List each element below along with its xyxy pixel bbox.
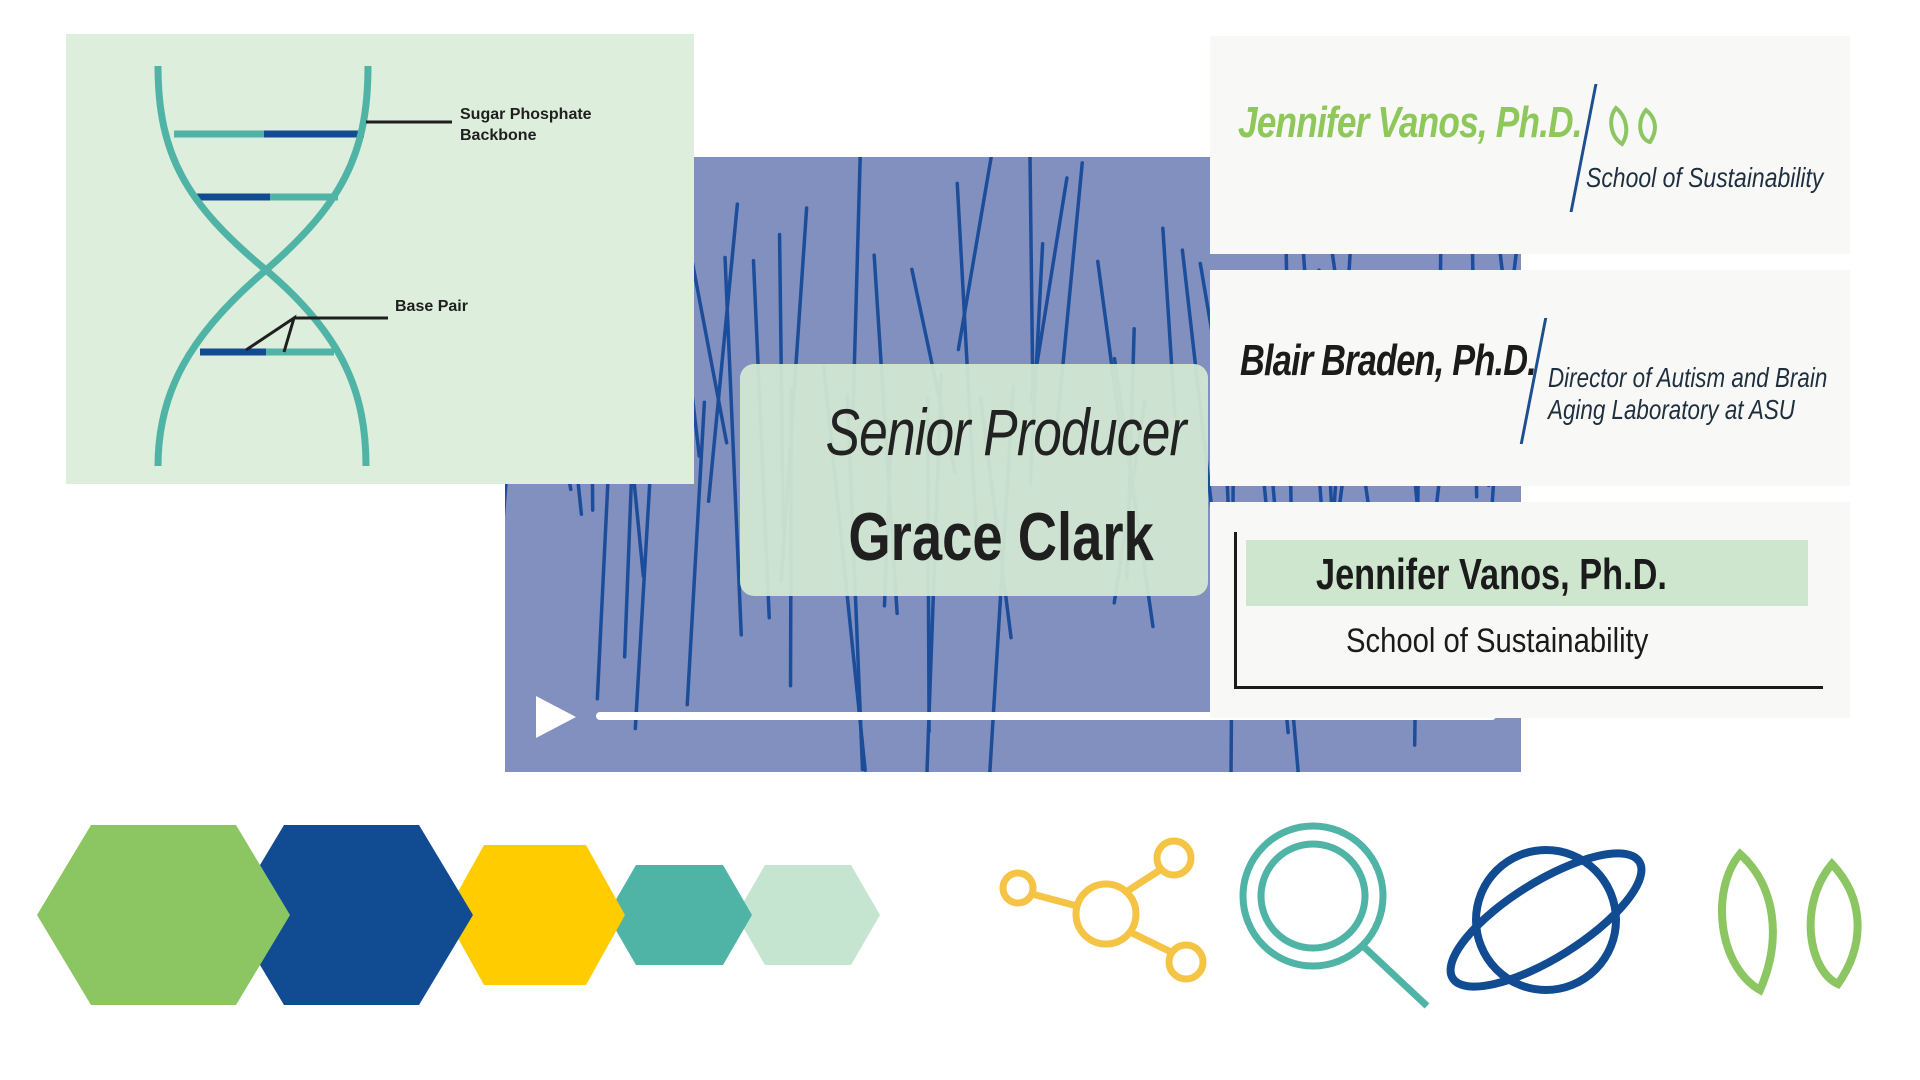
backbone-label-line2: Backbone bbox=[460, 127, 537, 144]
base-pair-label: Base Pair bbox=[395, 298, 468, 315]
pattern-line bbox=[686, 240, 729, 445]
swatch-mint bbox=[736, 865, 880, 965]
card-affiliation: School of Sustainability bbox=[1586, 162, 1824, 193]
card-name: Blair Braden, Ph.D. bbox=[1240, 336, 1537, 385]
lower-third: Senior Producer Grace Clark bbox=[740, 364, 1208, 596]
card-affiliation: School of Sustainability bbox=[1346, 622, 1649, 660]
bracket-frame bbox=[1234, 532, 1823, 689]
icon-set bbox=[999, 822, 1862, 1009]
name-card-1: Jennifer Vanos, Ph.D. School of Sustaina… bbox=[1210, 36, 1850, 254]
pattern-line bbox=[706, 202, 740, 504]
card-affiliation-line2: Aging Laboratory at ASU bbox=[1548, 394, 1795, 425]
swatch-navy bbox=[230, 825, 473, 1005]
leaf-icon bbox=[1718, 848, 1862, 996]
dna-helix bbox=[154, 65, 452, 467]
pattern-line bbox=[956, 157, 993, 352]
lower-third-title: Senior Producer bbox=[825, 395, 1187, 469]
card-name: Jennifer Vanos, Ph.D. bbox=[1316, 550, 1667, 599]
card-affiliation-line1: Director of Autism and Brain bbox=[1548, 362, 1828, 393]
play-icon[interactable] bbox=[530, 692, 580, 742]
backbone-label: Sugar Phosphate bbox=[460, 106, 592, 123]
swatch-teal bbox=[607, 865, 752, 965]
pattern-line bbox=[685, 400, 707, 707]
name-band bbox=[1246, 540, 1808, 606]
lower-third-name: Grace Clark bbox=[848, 499, 1154, 575]
name-card-2: Blair Braden, Ph.D. Director of Autism a… bbox=[1210, 270, 1850, 486]
magnifier-icon bbox=[1239, 822, 1430, 1009]
planet-icon bbox=[1446, 846, 1646, 994]
name-card-3: Jennifer Vanos, Ph.D. School of Sustaina… bbox=[1210, 502, 1850, 718]
pattern-line bbox=[1029, 176, 1069, 403]
swatch-yellow bbox=[445, 845, 625, 985]
swatch-green bbox=[37, 825, 290, 1005]
leaf-icon bbox=[1609, 105, 1657, 147]
network-icon bbox=[999, 837, 1207, 983]
color-palette bbox=[37, 825, 880, 1005]
dna-diagram: Sugar Phosphate Backbone Base Pair bbox=[66, 34, 694, 484]
pattern-line bbox=[1028, 157, 1035, 408]
progress-bar[interactable] bbox=[596, 712, 1496, 720]
card-name: Jennifer Vanos, Ph.D. bbox=[1238, 98, 1583, 147]
